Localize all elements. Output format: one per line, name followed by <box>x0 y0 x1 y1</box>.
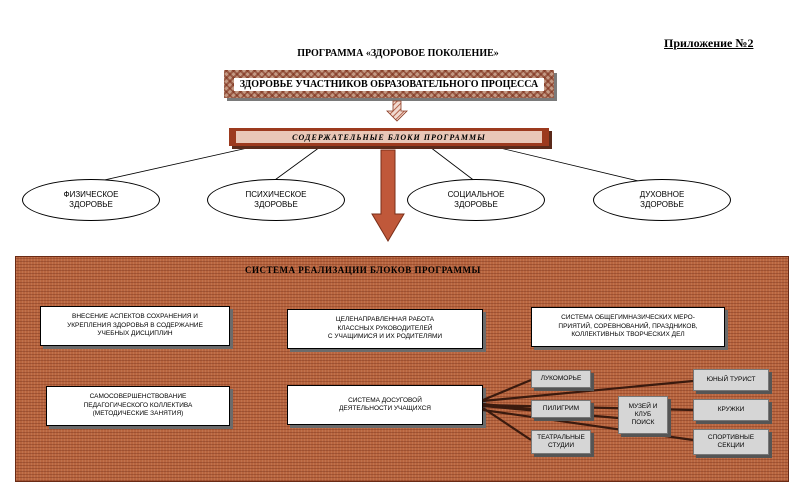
mental-health-line2: ЗДОРОВЬЕ <box>254 200 298 209</box>
activity-sports-line1: СПОРТИВНЫЕ <box>707 434 755 442</box>
component-curriculum-line1: ВНЕСЕНИЕ АСПЕКТОВ СОХРАНЕНИЯ И <box>72 313 198 321</box>
health-participants-label: ЗДОРОВЬЕ УЧАСТНИКОВ ОБРАЗОВАТЕЛЬНОГО ПРО… <box>233 77 545 91</box>
component-curriculum-line3: УЧЕБНЫХ ДИСЦИПЛИН <box>97 330 173 338</box>
connector-lukomorye <box>482 378 532 402</box>
mental-health-line1: ПСИХИЧЕСКОЕ <box>245 190 307 199</box>
appendix-label: Приложение №2 <box>664 36 754 50</box>
content-blocks-label: СОДЕРЖАТЕЛЬНЫЕ БЛОКИ ПРОГРАММЫ <box>236 131 542 143</box>
physical-health-line1: ФИЗИЧЕСКОЕ <box>63 190 119 199</box>
activity-sports-line2: СЕКЦИИ <box>717 442 745 449</box>
component-class-teachers-line1: ЦЕЛЕНАПРАВЛЕННАЯ РАБОТА <box>335 316 435 324</box>
connector-sports <box>482 408 694 442</box>
big-down-arrow <box>371 149 405 242</box>
component-curriculum-line2: УКРЕПЛЕНИЯ ЗДОРОВЬЯ В СОДЕРЖАНИЕ <box>67 321 203 329</box>
component-leisure-system-line1: СИСТЕМА ДОСУГОВОЙ <box>348 396 422 404</box>
social-health-line2: ЗДОРОВЬЕ <box>454 200 498 209</box>
activity-young-tourist: ЮНЫЙ ТУРИСТ <box>693 369 769 391</box>
health-participants-box: ЗДОРОВЬЕ УЧАСТНИКОВ ОБРАЗОВАТЕЛЬНОГО ПРО… <box>224 70 554 98</box>
connector-physical <box>81 146 253 186</box>
component-school-events-line1: СИСТЕМА ОБЩЕГИМНАЗИЧЕСКИХ МЕРО- <box>561 314 695 322</box>
activity-circles: КРУЖКИ <box>693 399 769 421</box>
activity-theatre-line2: СТУДИИ <box>547 442 575 449</box>
component-class-teachers-line2: КЛАССНЫХ РУКОВОДИТЕЛЕЙ <box>337 324 433 332</box>
activity-lukomorye: ЛУКОМОРЬЕ <box>531 370 591 388</box>
component-school-events: СИСТЕМА ОБЩЕГИМНАЗИЧЕСКИХ МЕРО-ПРИЯТИЙ, … <box>531 307 725 347</box>
activity-museum-line2: КЛУБ <box>634 411 652 419</box>
social-health-line1: СОЦИАЛЬНОЕ <box>447 190 505 199</box>
component-teacher-self-improvement-line1: САМОСОВЕРШЕНСТВОВАНИЕ <box>89 393 187 401</box>
component-class-teachers-line3: С УЧАЩИМИСЯ И ИХ РОДИТЕЛЯМИ <box>327 333 443 341</box>
connector-young-tourist <box>482 379 694 403</box>
connector-spiritual <box>495 146 656 186</box>
component-school-events-line3: КОЛЛЕКТИВНЫХ ТВОРЧЕСКИХ ДЕЛ <box>571 331 685 339</box>
physical-health-line2: ЗДОРОВЬЕ <box>69 200 113 209</box>
implementation-system-panel <box>15 256 789 482</box>
activity-theatre-line1: ТЕАТРАЛЬНЫЕ <box>537 434 585 442</box>
component-school-events-line2: ПРИЯТИЙ, СОРЕВНОВАНИЙ, ПРАЗДНИКОВ, <box>558 322 698 330</box>
small-down-arrow <box>386 100 408 122</box>
activity-piligrim: ПИЛИГРИМ <box>531 400 591 418</box>
connector-theatre <box>482 407 532 441</box>
component-teacher-self-improvement-line2: ПЕДАГОГИЧЕСКОГО КОЛЛЕКТИВА <box>83 401 193 409</box>
spiritual-health-line1: ДУХОВНОЕ <box>639 190 685 199</box>
activity-museum-line3: ПОИСК <box>631 418 655 426</box>
component-leisure-system-line2: ДЕЯТЕЛЬНОСТИ УЧАЩИХСЯ <box>338 405 431 412</box>
activity-museum-line1: МУЗЕЙ И <box>628 403 658 411</box>
implementation-system-title: СИСТЕМА РЕАЛИЗАЦИИ БЛОКОВ ПРОГРАММЫ <box>245 265 481 275</box>
spiritual-health-line2: ЗДОРОВЬЕ <box>640 200 684 209</box>
content-blocks-bar: СОДЕРЖАТЕЛЬНЫЕ БЛОКИ ПРОГРАММЫ <box>229 128 549 146</box>
component-teacher-self-improvement-line3: (МЕТОДИЧЕСКИЕ ЗАНЯТИЯ) <box>92 410 184 418</box>
program-title: ПРОГРАММА «ЗДОРОВОЕ ПОКОЛЕНИЕ» <box>297 48 499 59</box>
